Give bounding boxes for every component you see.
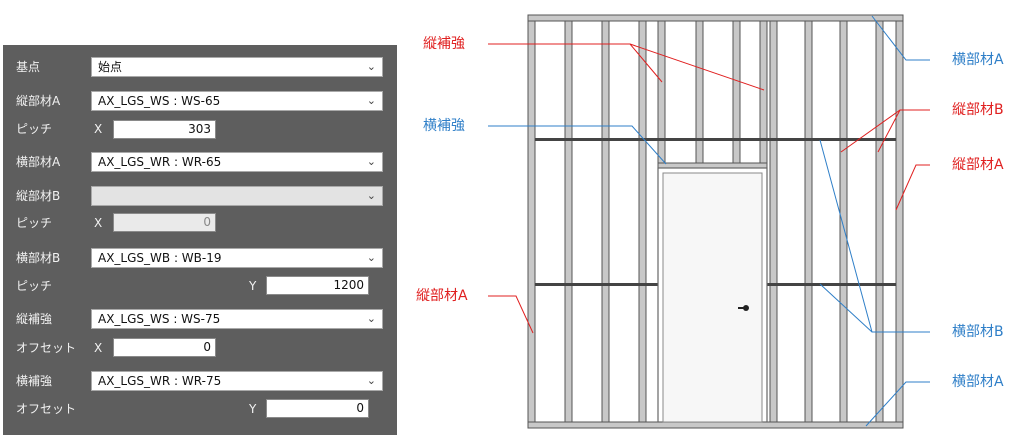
runner-a-label: 横部材A — [16, 155, 61, 169]
label-runner-a-top: 横部材A — [952, 52, 1004, 68]
door — [657, 167, 768, 423]
stud-a-pitch-input[interactable]: 303 — [113, 120, 216, 139]
member-settings-panel: 基点 始点 ⌄ 縦部材A AX_LGS_WS : WS-65 ⌄ ピッチ X 3… — [3, 45, 397, 435]
runner-b-label: 横部材B — [16, 251, 61, 265]
runner-b-pitch-label: ピッチ — [16, 279, 53, 293]
runner-reinforce-label: 横補強 — [16, 374, 53, 388]
door-knob-icon — [743, 305, 749, 311]
runner-b-select[interactable]: AX_LGS_WB : WB-19 ⌄ — [91, 248, 383, 268]
chevron-down-icon: ⌄ — [366, 155, 376, 168]
chevron-down-icon: ⌄ — [366, 189, 376, 202]
runner-a-select[interactable]: AX_LGS_WR : WR-65 ⌄ — [91, 152, 383, 172]
label-stud-a-right: 縦部材A — [952, 157, 1004, 173]
runner-reinforce-offset-axis: Y — [249, 402, 257, 416]
label-stud-a-left: 縦部材A — [416, 288, 468, 304]
label-runner-a-bottom: 横部材A — [952, 374, 1004, 390]
runner-b-pitch-axis: Y — [249, 279, 257, 293]
base-point-select[interactable]: 始点 ⌄ — [91, 57, 383, 77]
stud-reinforce-offset-input[interactable]: 0 — [113, 338, 216, 357]
stud-b-pitch-axis: X — [94, 216, 103, 230]
base-point-value: 始点 — [98, 60, 123, 74]
stud-reinforce-offset-axis: X — [94, 341, 103, 355]
chevron-down-icon: ⌄ — [366, 60, 376, 73]
chevron-down-icon: ⌄ — [366, 94, 376, 107]
stud-a-pitch-label: ピッチ — [16, 122, 53, 136]
runner-reinforce-select[interactable]: AX_LGS_WR : WR-75 ⌄ — [91, 371, 383, 391]
leader-lines — [488, 15, 930, 427]
label-runner-b: 横部材B — [952, 324, 1004, 340]
chevron-down-icon: ⌄ — [366, 374, 376, 387]
stud-a-pitch-axis: X — [94, 122, 103, 136]
label-vertical-reinforcement: 縦補強 — [423, 36, 465, 52]
runner-b-value: AX_LGS_WB : WB-19 — [98, 251, 222, 265]
runner-b-pitch-input[interactable]: 1200 — [266, 276, 369, 295]
stud-a-label: 縦部材A — [16, 94, 61, 108]
stud-a-value: AX_LGS_WS : WS-65 — [98, 94, 221, 108]
label-stud-b: 縦部材B — [952, 102, 1004, 118]
stud-b-pitch-label: ピッチ — [16, 216, 53, 230]
label-horizontal-reinforcement: 横補強 — [423, 118, 465, 134]
runner-reinforce-value: AX_LGS_WR : WR-75 — [98, 374, 222, 388]
stud-reinforce-value: AX_LGS_WS : WS-75 — [98, 312, 221, 326]
stud-b-select[interactable]: ⌄ — [91, 186, 383, 206]
wall-frame-diagram — [488, 14, 930, 429]
runner-a-value: AX_LGS_WR : WR-65 — [98, 155, 222, 169]
stud-a-select[interactable]: AX_LGS_WS : WS-65 ⌄ — [91, 91, 383, 111]
stud-b-pitch-input[interactable]: 0 — [113, 213, 216, 232]
chevron-down-icon: ⌄ — [366, 251, 376, 264]
stud-b-label: 縦部材B — [16, 189, 61, 203]
chevron-down-icon: ⌄ — [366, 312, 376, 325]
stud-reinforce-label: 縦補強 — [16, 312, 53, 326]
runner-reinforce-offset-input[interactable]: 0 — [266, 399, 369, 418]
runner-reinforce-offset-label: オフセット — [16, 402, 77, 416]
stud-reinforce-offset-label: オフセット — [16, 341, 77, 355]
stud-reinforce-select[interactable]: AX_LGS_WS : WS-75 ⌄ — [91, 309, 383, 329]
frame-outline — [527, 14, 904, 429]
base-point-label: 基点 — [16, 60, 41, 74]
